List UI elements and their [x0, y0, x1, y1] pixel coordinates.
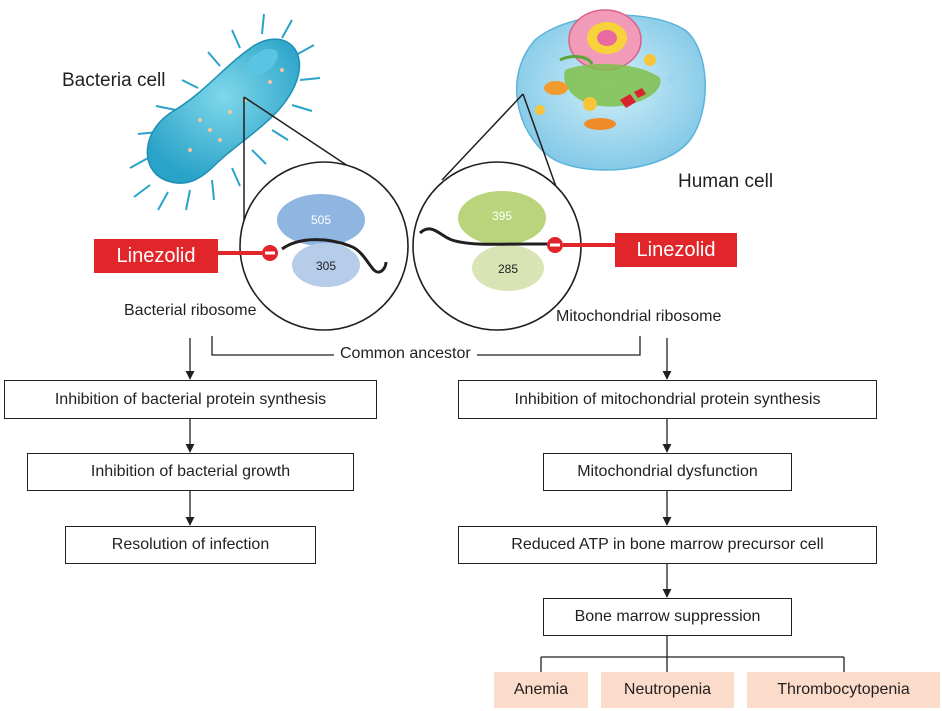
outcome-anemia: Anemia — [494, 672, 588, 708]
linezolid-right-label: Linezolid — [615, 233, 737, 267]
mitochondrial-step-protein-synthesis: Inhibition of mitochondrial protein synt… — [458, 380, 877, 419]
bacterial-large-subunit-label: 505 — [310, 213, 332, 227]
bacterial-step-growth: Inhibition of bacterial growth — [27, 453, 354, 491]
mitochondrial-large-subunit — [458, 191, 546, 245]
mitochondrial-step-dysfunction: Mitochondrial dysfunction — [543, 453, 792, 491]
bacteria-cell-illustration — [129, 13, 321, 211]
bacterial-step-resolution: Resolution of infection — [65, 526, 316, 564]
bacterial-ribosome-label: Bacterial ribosome — [124, 302, 257, 319]
bacterial-small-subunit — [292, 243, 360, 287]
bacterial-step-protein-synthesis: Inhibition of bacterial protein synthesi… — [4, 380, 377, 419]
human-cell-illustration — [515, 9, 706, 171]
bacterial-small-subunit-label: 305 — [315, 259, 337, 273]
mitochondrial-mrna-strand — [418, 227, 552, 246]
bacterial-large-subunit — [277, 194, 365, 246]
outcome-neutropenia: Neutropenia — [601, 672, 734, 708]
common-ancestor-label: Common ancestor — [334, 345, 477, 363]
bacterial-mrna-strand — [281, 238, 388, 274]
linezolid-left-label: Linezolid — [94, 239, 218, 273]
bacteria-cell-label: Bacteria cell — [62, 70, 166, 91]
mitochondrial-step-reduced-atp: Reduced ATP in bone marrow precursor cel… — [458, 526, 877, 564]
human-cell-label: Human cell — [678, 171, 774, 192]
mitochondrial-small-subunit — [472, 245, 544, 291]
outcome-branch-lines — [540, 636, 845, 672]
mitochondrial-step-bone-marrow-suppression: Bone marrow suppression — [543, 598, 792, 636]
mitochondrial-small-subunit-label: 285 — [497, 262, 519, 276]
mitochondrial-large-subunit-label: 395 — [491, 209, 513, 223]
outcome-thrombocytopenia: Thrombocytopenia — [747, 672, 940, 708]
mitochondrial-ribosome-label: Mitochondrial ribosome — [556, 308, 722, 325]
